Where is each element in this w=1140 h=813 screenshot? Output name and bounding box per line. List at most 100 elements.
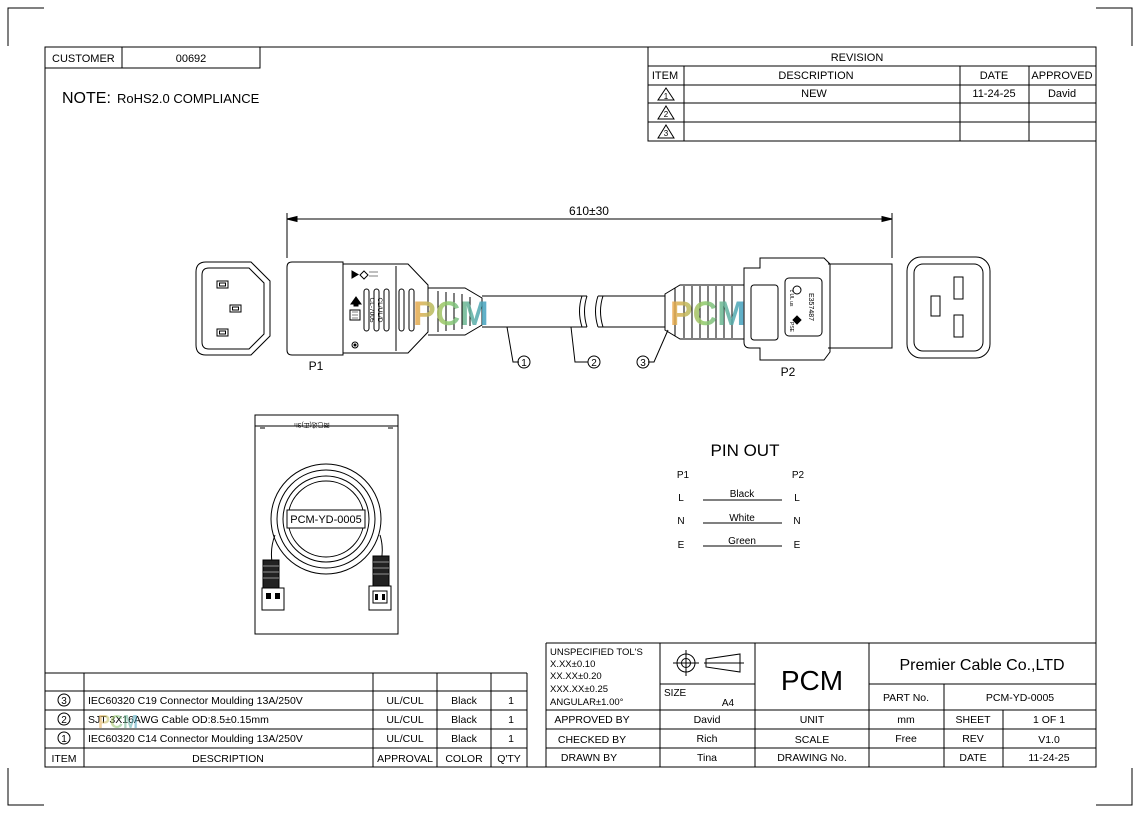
customer-label: CUSTOMER — [52, 53, 115, 65]
pinout-row-3-left: E — [678, 540, 685, 551]
bag-label: PCM-YD-0005 — [290, 514, 362, 526]
revision-table: REVISION ITEM DESCRIPTION DATE APPROVED … — [647, 46, 1097, 142]
part-no-value: PCM-YD-0005 — [986, 692, 1054, 704]
p1-label: P1 — [309, 359, 324, 373]
drawn-by-value: Tina — [697, 752, 717, 764]
approved-by-value: David — [694, 714, 721, 726]
bom-row-2-item: 2 — [61, 715, 67, 726]
p1-connector: CL-7005 CL/UL/D PCM P1 — [286, 261, 489, 373]
p1-pin-n-icon — [216, 328, 229, 337]
sheet-value: 1 OF 1 — [1033, 714, 1065, 726]
revision-item-1: 1 — [664, 92, 669, 101]
bom-col-approval: APPROVAL — [377, 753, 433, 765]
drawing-no-label: DRAWING No. — [777, 752, 847, 764]
unit-value: mm — [897, 714, 915, 726]
p1-pin-e-icon — [229, 304, 242, 313]
revision-col-approved: APPROVED — [1031, 70, 1092, 82]
bom-row-2-watermark: PCM — [98, 712, 138, 732]
sheet-label: SHEET — [955, 714, 991, 726]
bom-row-3-item: 3 — [61, 696, 67, 707]
rev-value: V1.0 — [1038, 734, 1060, 746]
checked-by-value: Rich — [696, 733, 717, 745]
bom-row-2-description: SJT 3X16AWG Cable OD:8.5±0.15mm — [88, 714, 269, 726]
bom-row-1-approval: UL/CUL — [386, 733, 424, 745]
note: NOTE: RoHS2.0 COMPLIANCE — [62, 90, 260, 107]
p1-cert-mark-icon — [351, 270, 359, 279]
title-block: UNSPECIFIED TOL'S X.XX±0.10 XX.XX±0.20 X… — [545, 642, 1096, 767]
callouts: 1 2 3 — [506, 326, 669, 369]
revision-title: REVISION — [831, 52, 884, 64]
p1-pin-l-icon — [216, 280, 229, 289]
length-dimension: 610±30 — [286, 204, 893, 258]
callout-3-text: 3 — [640, 358, 646, 369]
projection-symbol-icon — [673, 650, 744, 676]
scale-label: SCALE — [795, 734, 829, 746]
bom-row-3-qty: 1 — [508, 695, 514, 707]
tol-line-2: X.XX±0.10 — [550, 659, 595, 670]
callout-1-text: 1 — [521, 358, 527, 369]
p2-ul-mark-icon — [792, 285, 802, 295]
pinout-left-header: P1 — [677, 470, 690, 481]
customer-box: CUSTOMER 00692 — [45, 47, 261, 69]
tol-line-1: UNSPECIFIED TOL'S — [550, 647, 643, 658]
unit-label: UNIT — [800, 714, 825, 726]
rev-label: REV — [962, 733, 984, 745]
bom-row-2: 2 SJT 3X16AWG Cable OD:8.5±0.15mm UL/CUL… — [57, 712, 514, 732]
revision-row-2: 2 — [657, 105, 675, 120]
callout-3 — [636, 355, 650, 369]
revision-triangle-icon — [657, 124, 675, 139]
pinout-title: PIN OUT — [711, 441, 780, 460]
revision-triangle-icon — [657, 87, 675, 101]
pinout-row-1-left: L — [678, 493, 684, 504]
bom-row-1-item: 1 — [61, 734, 67, 745]
bom-item-circle — [57, 693, 71, 707]
bag-top-text: 图已选(正)Sh — [294, 421, 329, 429]
p1-mold-text-1: CL-7005 — [368, 298, 375, 323]
pinout-row-2-wire: White — [729, 513, 755, 524]
revision-item-3: 3 — [664, 129, 669, 138]
size-value: A4 — [722, 698, 735, 709]
part-no-label: PART No. — [883, 692, 929, 704]
bom-item-circle — [57, 731, 71, 745]
p2-watermark: PCM — [670, 295, 746, 333]
p2-face-view — [906, 256, 991, 359]
approved-by-label: APPROVED BY — [554, 714, 629, 726]
p2-label: P2 — [781, 365, 796, 379]
callout-2 — [587, 355, 601, 369]
p1-qr-icon — [349, 309, 361, 321]
length-dimension-value: 610±30 — [569, 204, 609, 218]
checked-by-label: CHECKED BY — [558, 734, 626, 746]
p1-mold-text-2: CL/UL/D — [376, 298, 383, 323]
pinout-row-3-wire: Green — [728, 536, 756, 547]
revision-col-item: ITEM — [652, 70, 678, 82]
p2-mold-text-2: c UL us — [788, 290, 794, 307]
bom-row-2-color: Black — [451, 714, 477, 726]
callout-2-text: 2 — [591, 358, 597, 369]
bom-row-1-color: Black — [451, 733, 477, 745]
bom-item-circle — [57, 712, 71, 726]
p2-slot-left-icon — [930, 295, 941, 317]
packaging-bag: 图已选(正)Sh PCM-YD-0005 — [254, 414, 399, 635]
cable — [482, 295, 665, 328]
note-text: RoHS2.0 COMPLIANCE — [117, 91, 260, 106]
callout-1 — [517, 355, 531, 369]
bom-col-item: ITEM — [51, 753, 76, 765]
p2-slot-bottom-icon — [953, 314, 964, 338]
note-label: NOTE: — [62, 90, 111, 107]
date-label: DATE — [959, 752, 986, 764]
revision-item-2: 2 — [664, 110, 669, 119]
bom-row-2-approval: UL/CUL — [386, 714, 424, 726]
pinout-row-2-right: N — [793, 516, 800, 527]
revision-col-date: DATE — [980, 70, 1009, 82]
corner-marks — [7, 7, 1133, 806]
bom-row-3-approval: UL/CUL — [386, 695, 424, 707]
revision-approved-1: David — [1048, 88, 1076, 100]
p1-screw-icon — [351, 341, 359, 349]
pinout-row-3-right: E — [794, 540, 801, 551]
tol-line-5: ANGULAR±1.00° — [550, 697, 624, 708]
bom-row-3: 3 IEC60320 C19 Connector Moulding 13A/25… — [57, 693, 514, 707]
size-label: SIZE — [664, 688, 687, 699]
bom-col-qty: Q'TY — [497, 753, 521, 765]
company-logo: PCM — [781, 665, 843, 696]
